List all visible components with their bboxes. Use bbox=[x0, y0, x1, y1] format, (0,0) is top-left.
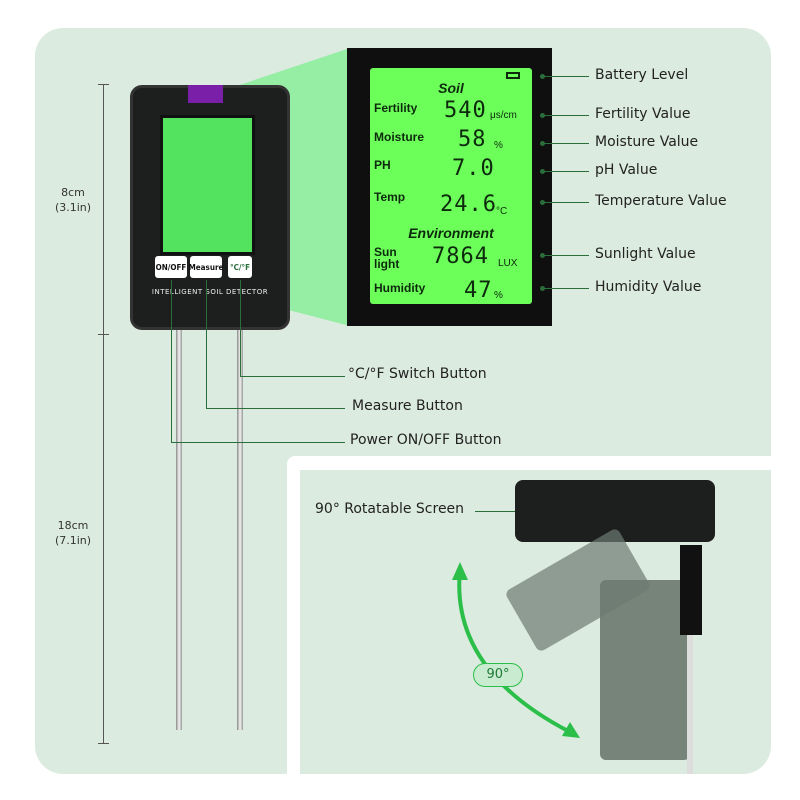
brand-label: INTELLIGENT SOIL DETECTOR bbox=[151, 288, 269, 296]
humidity-value-label: Humidity Value bbox=[595, 279, 702, 295]
on-off-button[interactable]: ON/OFF bbox=[155, 256, 187, 278]
moisture-unit: % bbox=[494, 140, 503, 151]
temperature-value-label: Temperature Value bbox=[595, 193, 727, 209]
tick bbox=[98, 334, 109, 335]
lower-dimension-label: 18cm (7.1in) bbox=[43, 518, 103, 548]
angle-badge: 90° bbox=[473, 663, 523, 687]
tick bbox=[98, 743, 109, 744]
callout-connector bbox=[540, 141, 545, 146]
lcd-screen: Soil Fertility 540 μs/cm Moisture 58 % P… bbox=[370, 68, 532, 304]
ph-value-label: pH Value bbox=[595, 162, 658, 178]
sunlight-value-label: Sunlight Value bbox=[595, 246, 696, 262]
callout-connector bbox=[544, 115, 589, 116]
fertility-value-label: Fertility Value bbox=[595, 106, 691, 122]
temp-unit: °C bbox=[496, 206, 508, 217]
sunlight-value: 7864 bbox=[432, 244, 489, 269]
humidity-value: 47 bbox=[464, 278, 493, 303]
probe-left bbox=[176, 330, 182, 730]
tick bbox=[98, 84, 109, 85]
callout-connector bbox=[544, 143, 589, 144]
fertility-unit: μs/cm bbox=[490, 110, 517, 121]
measure-button[interactable]: Measure bbox=[189, 256, 223, 278]
fertility-label: Fertility bbox=[374, 101, 418, 115]
moisture-value-label: Moisture Value bbox=[595, 134, 699, 150]
upper-dimension-label: 8cm (3.1in) bbox=[43, 185, 103, 215]
environment-header: Environment bbox=[408, 225, 494, 241]
moisture-value: 58 bbox=[458, 127, 487, 152]
sensor-window bbox=[188, 85, 223, 103]
lower-cm: 18cm bbox=[57, 519, 89, 532]
upper-cm: 8cm bbox=[61, 186, 85, 199]
lower-in: (7.1in) bbox=[54, 534, 92, 547]
callout-connector bbox=[540, 286, 545, 291]
device-screen bbox=[160, 115, 255, 255]
ph-label: PH bbox=[374, 158, 391, 172]
battery-level-label: Battery Level bbox=[595, 67, 689, 83]
sunlight-unit: LUX bbox=[498, 258, 518, 269]
callout-connector bbox=[240, 280, 241, 376]
callout-connector bbox=[544, 255, 589, 256]
upper-in: (3.1in) bbox=[54, 201, 92, 214]
callout-connector bbox=[475, 511, 515, 512]
callout-connector bbox=[206, 408, 345, 409]
sunlight-label: Sun light bbox=[374, 245, 400, 271]
callout-connector bbox=[544, 288, 589, 289]
humidity-label: Humidity bbox=[374, 281, 426, 295]
callout-connector bbox=[171, 280, 172, 442]
switch-button-callout: °C/°F Switch Button bbox=[348, 366, 487, 382]
callout-connector bbox=[171, 442, 345, 443]
dimension-line-lower bbox=[103, 335, 104, 743]
callout-connector bbox=[540, 200, 545, 205]
dimension-line-upper bbox=[103, 85, 104, 335]
callout-connector bbox=[540, 169, 545, 174]
fertility-value: 540 bbox=[444, 98, 487, 123]
ph-value: 7.0 bbox=[452, 156, 495, 181]
humidity-unit: % bbox=[494, 290, 503, 301]
callout-connector bbox=[240, 376, 345, 377]
soil-header: Soil bbox=[438, 80, 464, 96]
probe-right bbox=[237, 330, 243, 730]
callout-connector bbox=[544, 76, 589, 77]
battery-icon bbox=[506, 72, 520, 79]
callout-connector bbox=[540, 253, 545, 258]
rotatable-screen-callout: 90° Rotatable Screen bbox=[315, 501, 465, 517]
power-button-callout: Power ON/OFF Button bbox=[350, 432, 502, 448]
callout-connector bbox=[206, 280, 207, 408]
callout-connector bbox=[544, 202, 589, 203]
moisture-label: Moisture bbox=[374, 130, 425, 144]
measure-button-callout: Measure Button bbox=[352, 398, 463, 414]
callout-connector bbox=[540, 74, 545, 79]
temp-value: 24.6 bbox=[440, 192, 497, 217]
callout-connector bbox=[544, 171, 589, 172]
unit-switch-button[interactable]: °C/°F bbox=[228, 256, 252, 278]
rotating-device-illustration bbox=[452, 480, 715, 774]
temp-label: Temp bbox=[374, 190, 406, 204]
callout-connector bbox=[540, 113, 545, 118]
